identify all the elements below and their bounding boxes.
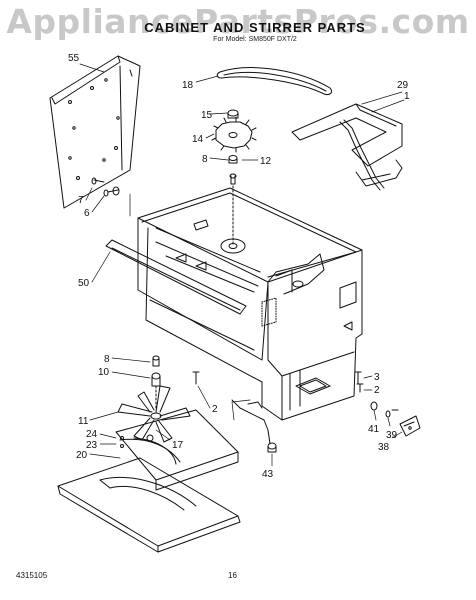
part-50-rail <box>105 239 247 315</box>
callout-2-right: 2 <box>374 385 380 396</box>
callout-20: 20 <box>76 450 88 461</box>
callout-39: 39 <box>386 430 398 441</box>
callout-7: 7 <box>78 195 84 206</box>
part-20-base-plate <box>57 457 241 553</box>
callout-14: 14 <box>192 134 204 145</box>
callout-labels: 55 18 29 1 15 14 8 12 7 6 50 8 10 2 3 2 … <box>68 53 410 480</box>
cabinet <box>137 187 363 421</box>
callout-55: 55 <box>68 53 80 64</box>
diagram-title: CABINET AND STIRRER PARTS <box>144 20 366 35</box>
callout-6: 6 <box>84 208 90 219</box>
callout-17: 17 <box>172 440 184 451</box>
callout-8-lower: 8 <box>104 354 110 365</box>
watermark: AppliancePartsPros.com <box>6 2 470 41</box>
callout-3: 3 <box>374 372 380 383</box>
callout-2-center: 2 <box>212 404 218 415</box>
part-18-belt <box>216 67 333 95</box>
part-55-panel <box>49 55 141 209</box>
part-43-sensor <box>231 399 277 453</box>
callout-24: 24 <box>86 429 98 440</box>
part-11-fan-blade <box>117 385 191 443</box>
callout-43: 43 <box>262 469 274 480</box>
fan-motor-stack <box>151 355 200 411</box>
callout-38: 38 <box>378 442 390 453</box>
callout-11: 11 <box>78 416 89 427</box>
page-number: 16 <box>228 571 237 580</box>
callout-10: 10 <box>98 367 110 378</box>
callout-18: 18 <box>182 80 194 91</box>
callout-12: 12 <box>260 156 272 167</box>
stirrer-stack <box>211 109 257 247</box>
callout-50: 50 <box>78 278 90 289</box>
callout-29: 29 <box>397 80 409 91</box>
callout-41: 41 <box>368 424 380 435</box>
right-small-parts <box>354 371 421 437</box>
callout-15: 15 <box>201 110 213 121</box>
document-number: 4315105 <box>16 571 48 580</box>
part-29-bracket <box>291 103 403 191</box>
screw-parts-7-6 <box>91 177 120 197</box>
diagram-subtitle: For Model: SM850F DXT/2 <box>213 36 297 43</box>
callout-1: 1 <box>404 91 410 102</box>
callout-8-top: 8 <box>202 154 208 165</box>
callout-23: 23 <box>86 440 98 451</box>
air-duct <box>115 409 239 491</box>
leader-lines <box>79 63 405 467</box>
